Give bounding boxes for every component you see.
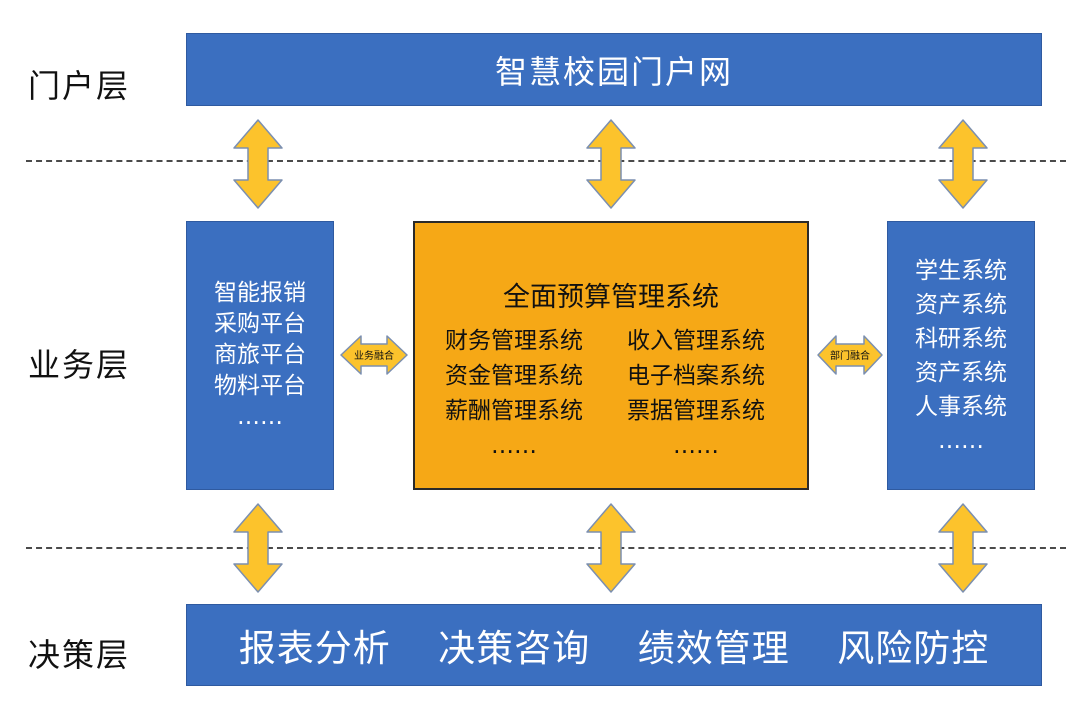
left-business-list: 智能报销 采购平台 商旅平台 物料平台 …… [214,278,306,433]
horizontal-double-arrow-icon [340,335,408,375]
right-business-list: 学生系统 资产系统 科研系统 资产系统 人事系统 …… [915,254,1007,458]
list-item: 商旅平台 [214,342,306,368]
decision-item-performance-management: 绩效管理 [637,627,790,670]
portal-box: 智慧校园门户网 [186,33,1042,106]
list-item: 人事系统 [915,393,1007,420]
list-item: 薪酬管理系统 [445,398,583,424]
layer-label-decision: 决策层 [28,636,131,674]
list-item: 物料平台 [214,373,306,399]
list-item: 资产系统 [915,291,1007,318]
decision-list: 报表分析 决策咨询 绩效管理 风险防控 [187,605,1041,685]
list-item: 采购平台 [214,311,306,337]
list-item: 收入管理系统 [627,328,765,354]
double-arrow-icon [938,119,988,209]
decision-item-risk-control: 风险防控 [837,627,990,670]
right-business-box: 学生系统 资产系统 科研系统 资产系统 人事系统 …… [887,221,1035,490]
list-item: 财务管理系统 [445,328,583,354]
horizontal-double-arrow-icon [817,335,883,375]
core-title: 全面预算管理系统 [503,282,719,313]
core-right-column: 收入管理系统 电子档案系统 票据管理系统 …… [627,324,765,464]
list-item: 资产系统 [915,359,1007,386]
list-item: 票据管理系统 [627,398,765,424]
list-item: …… [491,433,537,459]
list-item: 学生系统 [915,257,1007,284]
list-item: …… [237,404,283,430]
double-arrow-icon [586,119,636,209]
double-arrow-icon [233,119,283,209]
decision-item-report-analysis: 报表分析 [238,627,391,670]
list-item: …… [938,427,984,454]
layer-label-portal: 门户层 [28,67,131,105]
core-system-box: 全面预算管理系统 财务管理系统 资金管理系统 薪酬管理系统 …… 收入管理系统 … [413,221,809,490]
list-item: 智能报销 [214,280,306,306]
list-item: …… [673,433,719,459]
double-arrow-icon [938,503,988,593]
decision-box: 报表分析 决策咨询 绩效管理 风险防控 [186,604,1042,686]
connector-label-business-fusion: 业务融合 [354,349,394,362]
separator-top [26,160,1066,162]
list-item: 电子档案系统 [627,363,765,389]
core-left-column: 财务管理系统 资金管理系统 薪酬管理系统 …… [445,324,583,464]
list-item: 资金管理系统 [445,363,583,389]
left-business-box: 智能报销 采购平台 商旅平台 物料平台 …… [186,221,334,490]
double-arrow-icon [233,503,283,593]
layer-label-business: 业务层 [28,346,131,384]
decision-item-decision-consulting: 决策咨询 [438,627,591,670]
portal-title: 智慧校园门户网 [494,52,733,91]
separator-bottom [26,547,1066,549]
list-item: 科研系统 [915,325,1007,352]
connector-label-department-fusion: 部门融合 [830,349,870,362]
double-arrow-icon [586,503,636,593]
